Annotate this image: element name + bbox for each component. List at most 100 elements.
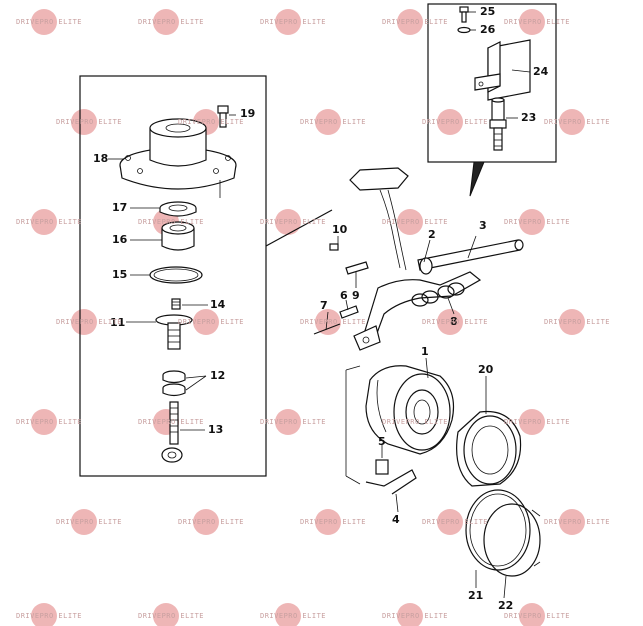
watermark-text: DRIVEPRO ELITE — [178, 518, 245, 526]
watermark-gear-icon — [275, 9, 301, 35]
callout-20: 20 — [478, 363, 494, 376]
watermark-gear-icon — [31, 409, 57, 435]
part-18-flange-housing — [119, 118, 237, 198]
watermark-text: DRIVEPRO ELITE — [300, 318, 367, 326]
part-14-pin — [171, 298, 181, 310]
watermark-text: DRIVEPRO ELITE — [504, 218, 571, 226]
watermark-gear-icon — [71, 309, 97, 335]
watermark-gear-icon — [519, 603, 545, 626]
callout-4: 4 — [392, 513, 400, 526]
watermark-text: DRIVEPRO ELITE — [382, 218, 449, 226]
part-3-shaft — [417, 239, 524, 275]
callout-17: 17 — [112, 201, 128, 214]
part-9-pin — [345, 261, 369, 275]
part-1-clutch-drum — [365, 365, 455, 455]
part-16-bushing — [161, 221, 195, 251]
part-15-o-ring — [149, 266, 203, 284]
part-7-cotter — [313, 323, 341, 335]
callout-8: 8 — [450, 315, 458, 328]
part-23-sensor — [489, 97, 507, 151]
watermark-text: DRIVEPRO ELITE — [138, 218, 205, 226]
left-inset-frame — [79, 75, 267, 477]
watermark-text: DRIVEPRO ELITE — [260, 418, 327, 426]
watermark-text: DRIVEPRO ELITE — [382, 18, 449, 26]
watermark-text: DRIVEPRO ELITE — [178, 318, 245, 326]
part-13-threaded-rod — [161, 401, 183, 463]
callout-24: 24 — [533, 65, 549, 78]
callout-12: 12 — [210, 369, 226, 382]
watermark-gear-icon — [397, 9, 423, 35]
watermark-gear-icon — [31, 603, 57, 626]
callout-13: 13 — [208, 423, 224, 436]
watermark-gear-icon — [397, 603, 423, 626]
watermark-gear-icon — [153, 603, 179, 626]
part-20-ring-gear — [456, 410, 522, 487]
callout-11: 11 — [110, 316, 126, 329]
watermark-text: DRIVEPRO ELITE — [382, 612, 449, 620]
watermark-text: DRIVEPRO ELITE — [138, 418, 205, 426]
part-10-bolt — [329, 243, 339, 251]
watermark-text: DRIVEPRO ELITE — [16, 218, 83, 226]
callout-22: 22 — [498, 599, 514, 612]
leader-lines-main — [325, 235, 507, 599]
part-12-nuts — [162, 370, 186, 397]
watermark-gear-icon — [559, 309, 585, 335]
callout-16: 16 — [112, 233, 128, 246]
watermark-gear-icon — [437, 509, 463, 535]
callout-1: 1 — [421, 345, 429, 358]
watermark-gear-icon — [31, 9, 57, 35]
watermark-text: DRIVEPRO ELITE — [544, 518, 611, 526]
watermark-text: DRIVEPRO ELITE — [260, 18, 327, 26]
watermark-text: DRIVEPRO ELITE — [56, 118, 123, 126]
watermark-text: DRIVEPRO ELITE — [16, 612, 83, 620]
watermark-text: DRIVEPRO ELITE — [300, 118, 367, 126]
watermark-text: DRIVEPRO ELITE — [138, 612, 205, 620]
watermark-text: DRIVEPRO ELITE — [300, 518, 367, 526]
part-22-retaining-ring — [483, 503, 541, 577]
watermark-gear-icon — [193, 309, 219, 335]
inset-pointer — [469, 161, 485, 197]
part-17-seal — [159, 201, 197, 217]
callout-7: 7 — [320, 299, 328, 312]
watermark-gear-icon — [315, 109, 341, 135]
part-5-clip — [375, 459, 389, 475]
watermark-gear-icon — [275, 603, 301, 626]
watermark-text: DRIVEPRO ELITE — [178, 118, 245, 126]
watermark-gear-icon — [153, 9, 179, 35]
watermark-text: DRIVEPRO ELITE — [16, 418, 83, 426]
watermark-gear-icon — [31, 209, 57, 235]
watermark-text: DRIVEPRO ELITE — [382, 418, 449, 426]
part-11-plunger — [155, 314, 193, 350]
part-19-bolt — [217, 105, 229, 128]
watermark-text: DRIVEPRO ELITE — [504, 612, 571, 620]
watermark-text: DRIVEPRO ELITE — [16, 18, 83, 26]
part-8-springs — [411, 282, 465, 307]
part-4-spring-wire — [365, 469, 417, 495]
callout-10: 10 — [332, 223, 348, 236]
callout-2: 2 — [428, 228, 436, 241]
callout-6: 6 — [340, 289, 348, 302]
watermark-text: DRIVEPRO ELITE — [422, 118, 489, 126]
part-25-screw — [459, 6, 469, 23]
watermark-text: DRIVEPRO ELITE — [504, 418, 571, 426]
watermark-text: DRIVEPRO ELITE — [56, 518, 123, 526]
watermark-gear-icon — [437, 309, 463, 335]
watermark-gear-icon — [559, 509, 585, 535]
watermark-gear-icon — [71, 509, 97, 535]
part-24-bracket — [474, 39, 531, 101]
part-6-pin — [339, 305, 359, 319]
part-26-washer — [457, 26, 471, 34]
watermark-gear-icon — [193, 509, 219, 535]
right-inset-frame — [427, 3, 557, 163]
watermark-gear-icon — [315, 509, 341, 535]
watermark-text: DRIVEPRO ELITE — [544, 318, 611, 326]
callout-26: 26 — [480, 23, 496, 36]
watermark-gear-icon — [519, 409, 545, 435]
watermark-text: DRIVEPRO ELITE — [260, 218, 327, 226]
callout-15: 15 — [112, 268, 128, 281]
callout-23: 23 — [521, 111, 537, 124]
watermark-gear-icon — [437, 109, 463, 135]
callout-3: 3 — [479, 219, 487, 232]
watermark-text: DRIVEPRO ELITE — [544, 118, 611, 126]
